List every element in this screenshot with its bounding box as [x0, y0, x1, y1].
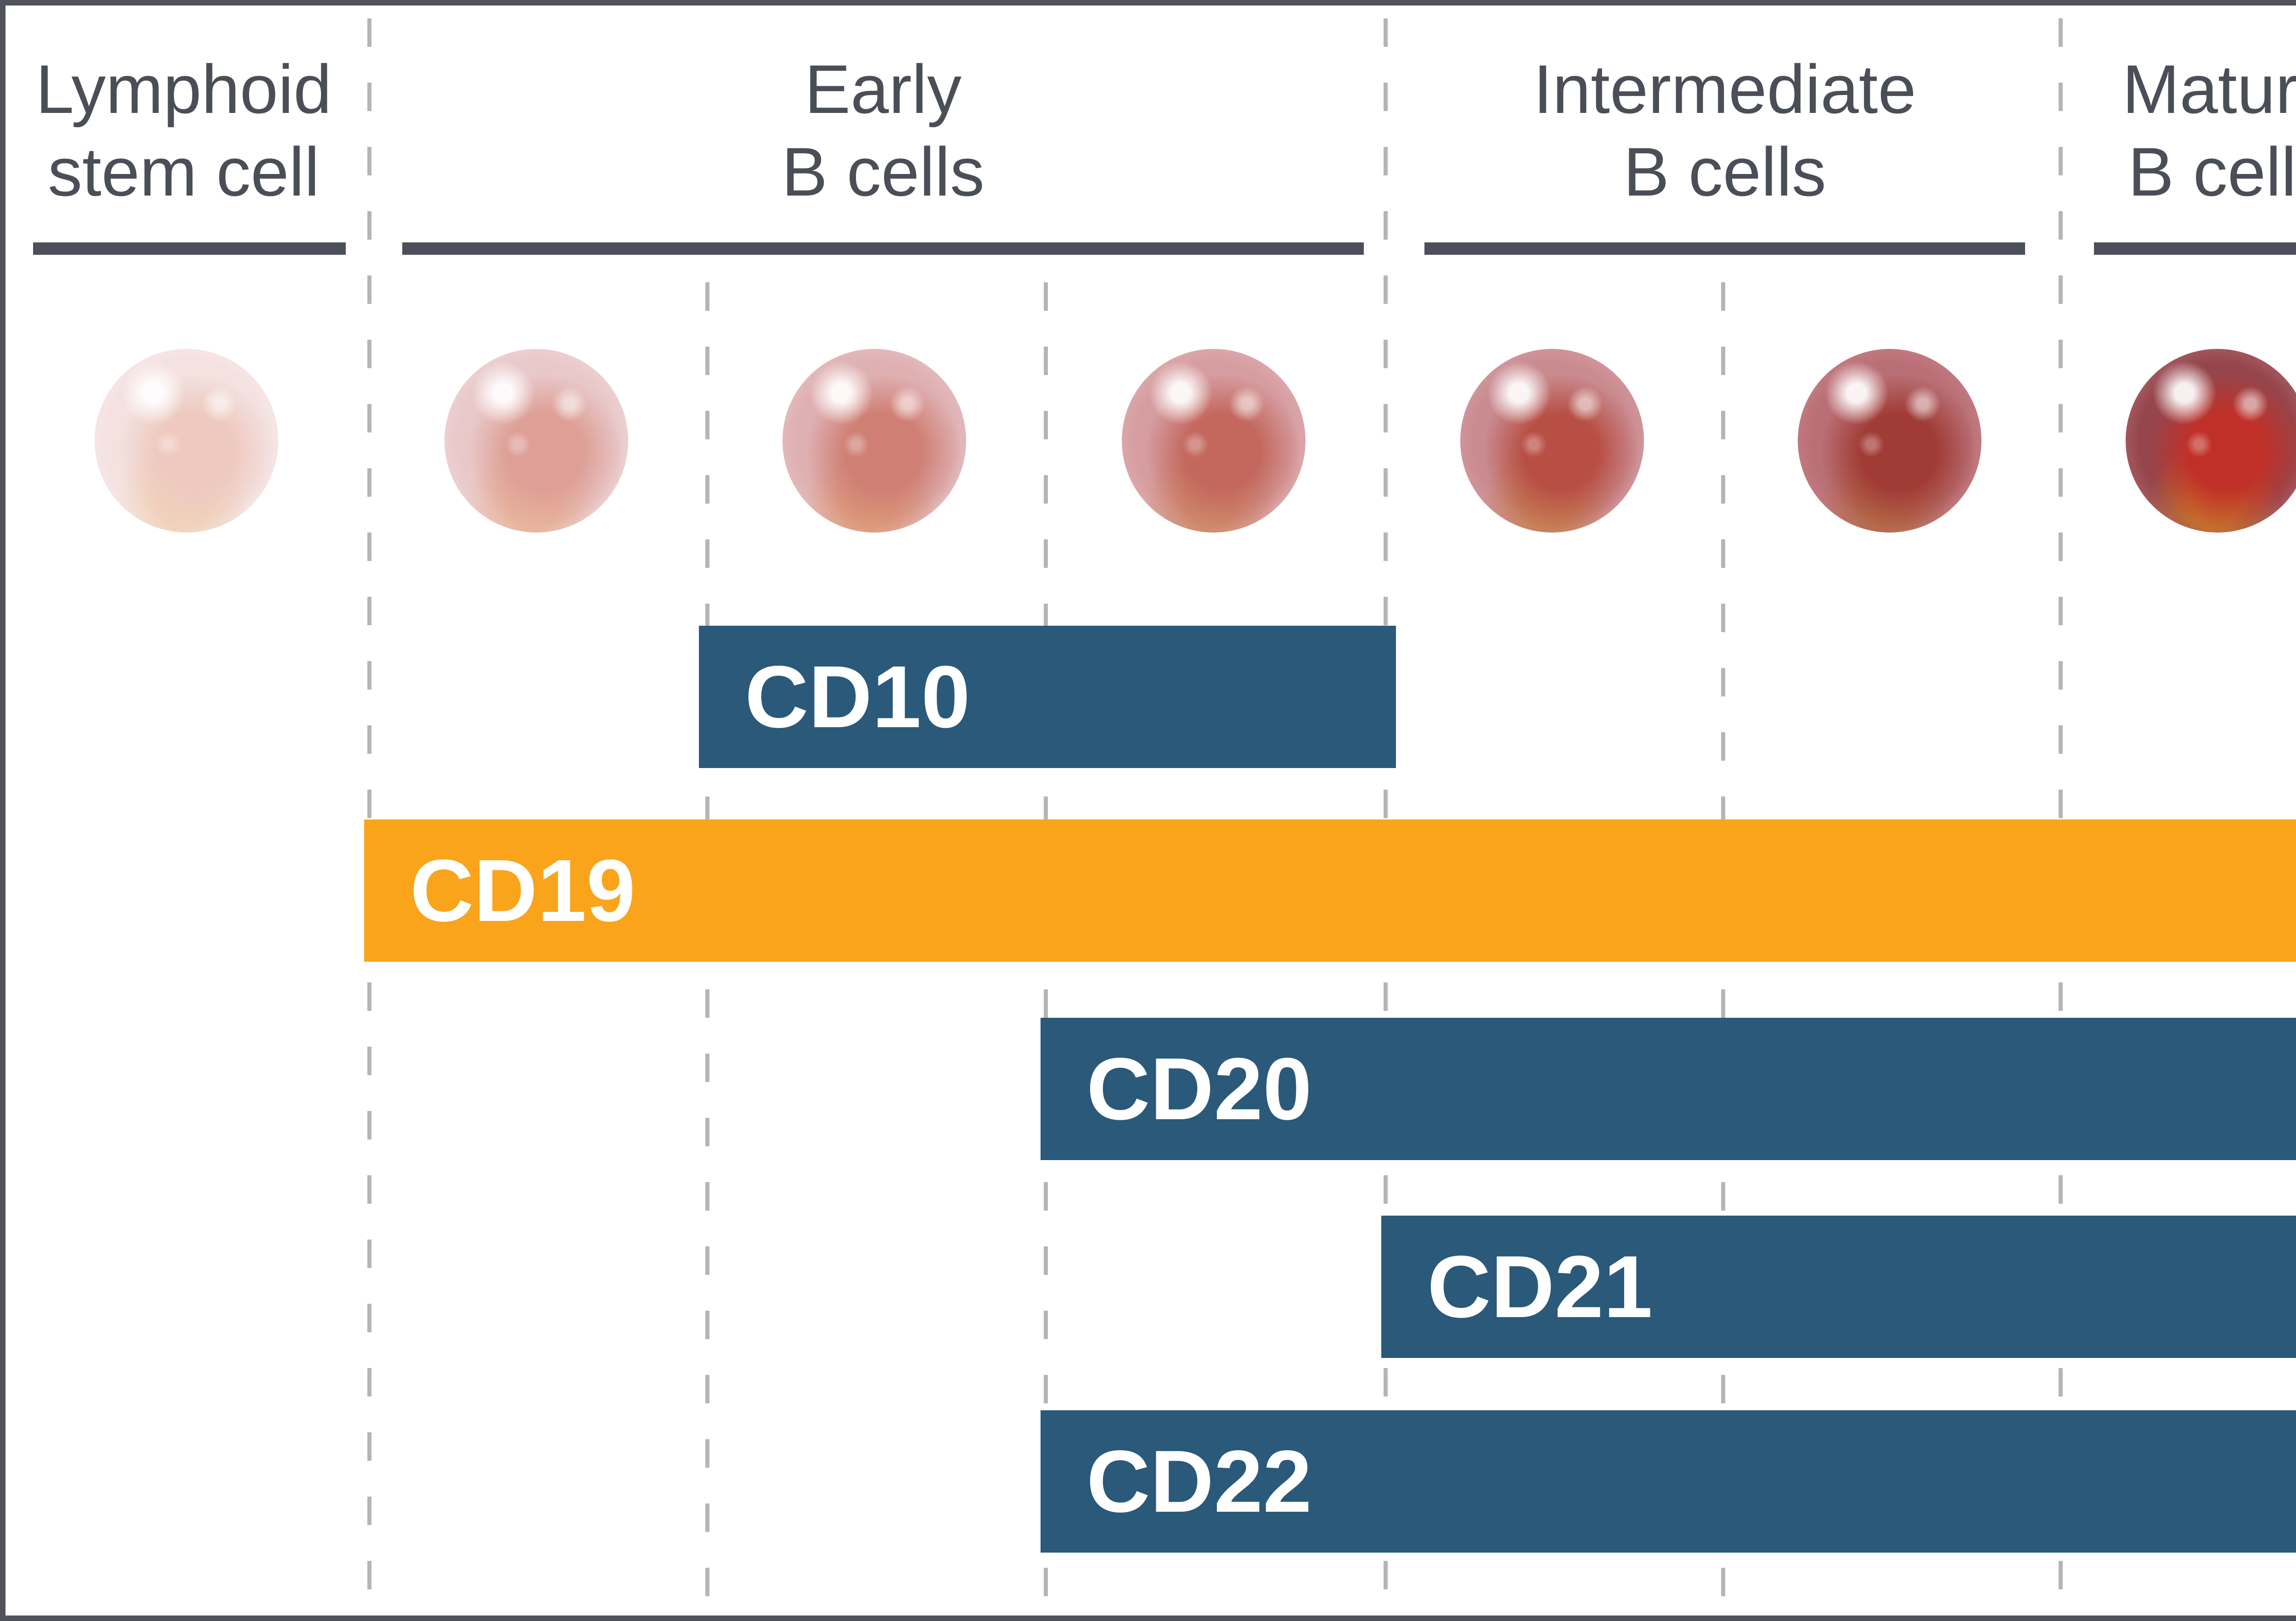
stage-underline-lymphoid	[33, 242, 346, 255]
cell-illustration-stage-7	[2126, 349, 2296, 533]
marker-bar-cd22: CD22	[1041, 1410, 2296, 1553]
stage-underline-intermediate	[1424, 242, 2025, 255]
stage-underline-mature	[2094, 242, 2296, 255]
marker-bar-label-cd20: CD20	[1086, 1039, 1312, 1138]
stage-header-early-b-cells: Early B cells	[782, 50, 985, 210]
cell-illustration-stage-2	[445, 349, 628, 533]
stage-header-lymphoid-stem-cell: Lymphoid stem cell	[35, 50, 332, 210]
stage-underline-early	[402, 242, 1364, 255]
stage-header-intermediate-b-cells: Intermediate B cells	[1533, 50, 1916, 210]
marker-bar-cd10: CD10	[699, 626, 1396, 768]
marker-bar-label-cd10: CD10	[745, 647, 970, 746]
marker-bar-cd21: CD21	[1381, 1216, 2296, 1358]
cell-illustration-stage-6	[1798, 349, 1981, 533]
column-divider-6	[2059, 18, 2063, 1615]
stage-header-mature-b-cells: Mature B cells	[2122, 50, 2296, 210]
marker-bar-label-cd22: CD22	[1086, 1432, 1312, 1531]
marker-bar-label-cd21: CD21	[1427, 1237, 1653, 1336]
marker-bar-cd19: CD19	[364, 819, 2296, 962]
cell-illustration-stage-1	[95, 349, 278, 533]
cell-illustration-stage-3	[782, 349, 966, 533]
cell-illustration-stage-5	[1460, 349, 1644, 533]
cell-illustration-stage-4	[1122, 349, 1306, 533]
marker-bar-label-cd19: CD19	[410, 841, 636, 940]
column-divider-1	[367, 18, 371, 1615]
column-divider-4	[1384, 18, 1388, 1615]
marker-bar-cd20: CD20	[1041, 1018, 2296, 1160]
